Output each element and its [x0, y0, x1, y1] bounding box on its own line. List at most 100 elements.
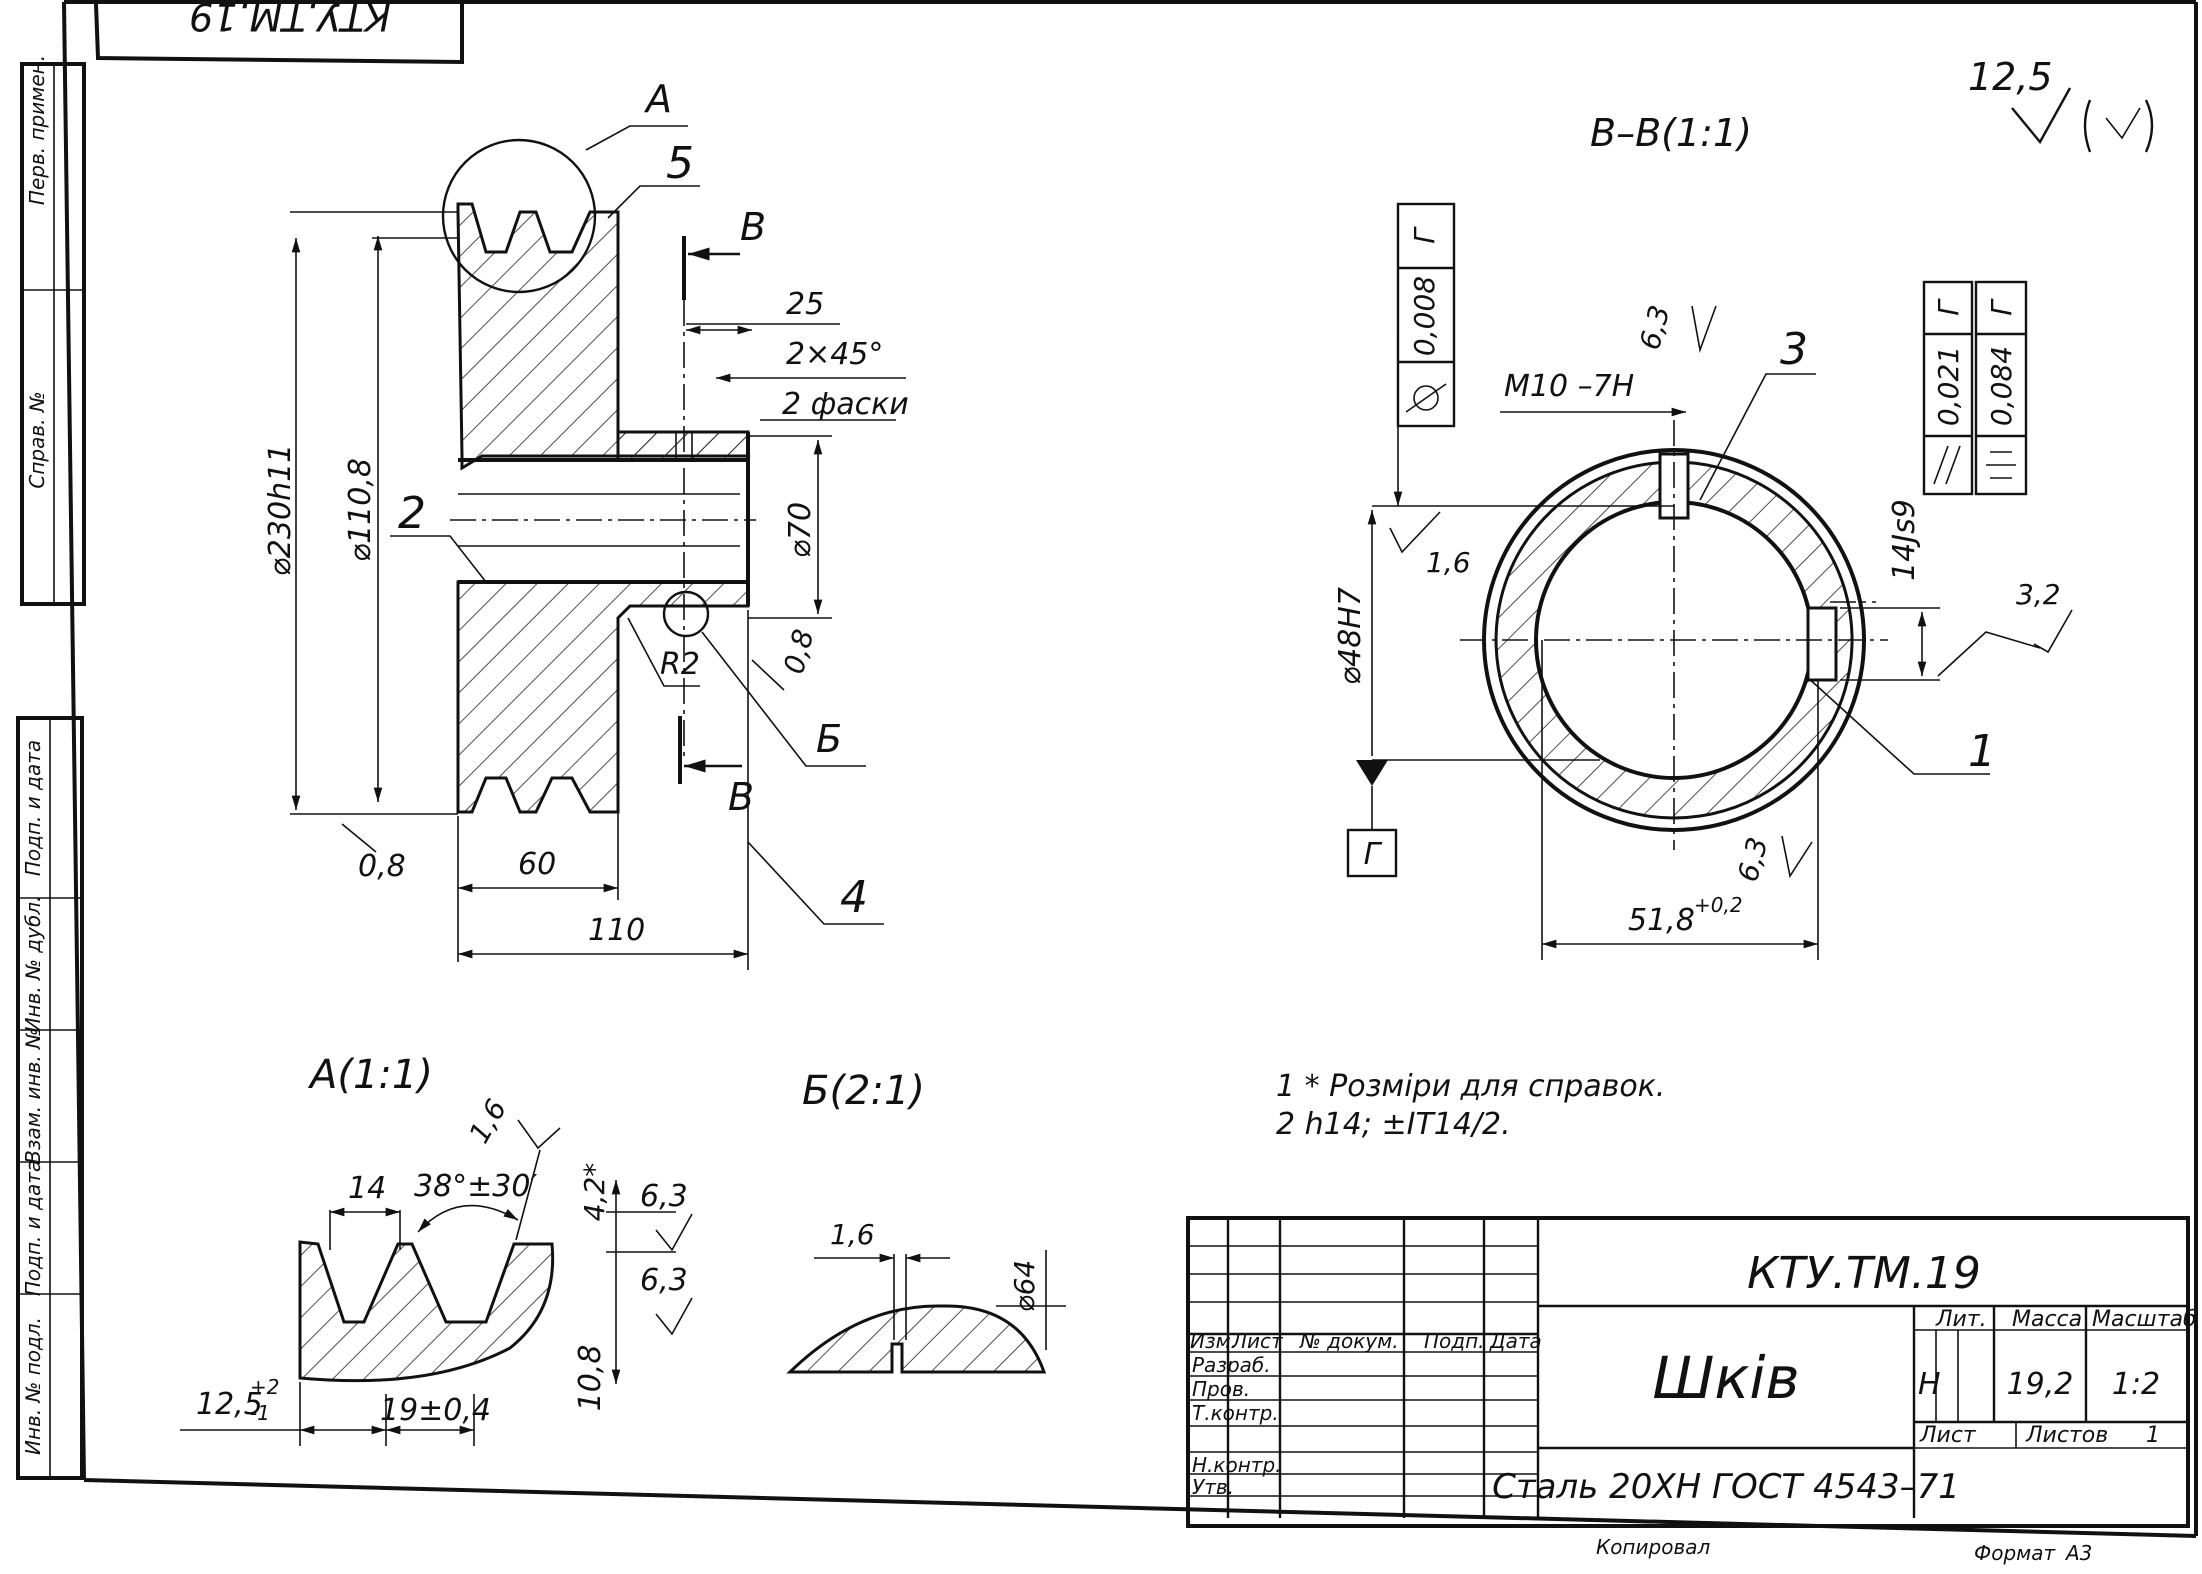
pulley-main-section [441, 138, 756, 814]
col-data: Дата [1489, 1329, 1542, 1353]
rough-63-bottom: 6,3 [1731, 834, 1774, 886]
dim-08-left: 0,8 [358, 849, 406, 884]
callout-a: A [643, 77, 672, 121]
side-label-sprav: Справ. № [25, 391, 49, 488]
dim-chamfer: 2×45° [786, 337, 883, 372]
rough-63-top: 6,3 [1633, 302, 1676, 354]
tol-runout-datum: Г [1408, 226, 1441, 244]
tol-sym-datum: Г [1985, 298, 2018, 316]
col-list: Лист [1231, 1329, 1284, 1353]
side-label-inv-dubl: Инв. № дубл. [21, 896, 45, 1033]
technical-notes: 1 * Розміри для справок. 2 h14; ±IT14/2. [1276, 1069, 1665, 1142]
dim-110: 110 [588, 913, 645, 948]
dim-125: 12,5 [196, 1387, 263, 1422]
row-prov: Пров. [1192, 1377, 1250, 1401]
side-label-podp-2: Подп. и дата [21, 1160, 45, 1296]
copied-label: Копировал [1596, 1535, 1710, 1559]
dim-chamfer-count: 2 фаски [782, 387, 909, 422]
top-stamp: КТУ.ТМ.19 [94, 0, 464, 65]
rough-16: 1,6 [1426, 546, 1471, 579]
rough-16: 1,6 [462, 1094, 513, 1149]
sheets-label: Листов [2025, 1423, 2108, 1448]
dim-d64: ⌀64 [1008, 1260, 1041, 1313]
col-izm: Изм. [1190, 1329, 1237, 1353]
datum-g: Г [1364, 837, 1383, 872]
rough-16: 1,6 [830, 1218, 875, 1251]
tol-parallel-value: 0,021 [1932, 346, 1965, 426]
detail-b-view: Б(2:1) 1,6 ⌀64 [786, 1068, 1066, 1374]
callout-3: 3 [1780, 324, 1808, 375]
title-block: Изм. Лист № докум. Подп. Дата Разраб. Пр… [1186, 1216, 2197, 1565]
rough-32: 3,2 [2016, 578, 2061, 611]
dim-25: 25 [786, 287, 824, 322]
dim-518: 51,8 [1628, 903, 1695, 938]
tol-runout-value: 0,008 [1408, 276, 1441, 356]
dim-d230: ⌀230h11 [263, 444, 298, 577]
sheet-label: Лист [1919, 1423, 1977, 1448]
dim-14js9: 14Js9 [1887, 499, 1922, 581]
row-razrab: Разраб. [1192, 1353, 1271, 1377]
pulley-body-upper [456, 202, 750, 471]
dim-d70: ⌀70 [783, 502, 818, 558]
row-tkontr: Т.контр. [1192, 1401, 1279, 1425]
left-side-strip: Перв. примен. Справ. № Подп. и дата Инв.… [16, 55, 86, 1480]
general-roughness-mark: 12,5 [1968, 55, 2154, 153]
dim-d110: ⌀110,8 [343, 458, 378, 562]
tol-sym-value: 0,084 [1985, 346, 2018, 426]
massa-value: 19,2 [2007, 1367, 2074, 1402]
material: Сталь 20ХН ГОСТ 4543–71 [1492, 1467, 1960, 1507]
masshtab-value: 1:2 [2112, 1367, 2160, 1402]
detail-b-title: Б(2:1) [802, 1068, 925, 1114]
callout-5: 5 [666, 138, 694, 189]
format-label: Формат [1974, 1541, 2056, 1565]
row-nkontr: Н.контр. [1192, 1453, 1282, 1477]
designation: КТУ.ТМ.19 [1747, 1248, 1981, 1299]
dim-108: 10,8 [573, 1345, 608, 1412]
section-bb-view: B–B(1:1) M10 –7H 6,3 3 Г 0,008 [1333, 111, 2073, 960]
roughness-general-value: 12,5 [1968, 55, 2053, 99]
callout-4: 4 [840, 872, 868, 923]
dim-m10: M10 –7H [1504, 369, 1634, 404]
hdr-massa: Масса [2012, 1307, 2082, 1332]
col-podp: Подп. [1424, 1329, 1485, 1353]
section-mark-bottom: B [728, 775, 754, 819]
pulley-body-lower [456, 580, 750, 814]
detail-a-title: A(1:1) [307, 1052, 433, 1098]
section-bb-title: B–B(1:1) [1590, 111, 1752, 155]
hdr-lit: Лит. [1935, 1307, 1987, 1332]
dim-08-right: 0,8 [777, 626, 820, 678]
dim-518-tol: +0,2 [1694, 893, 1743, 917]
top-stamp-text: КТУ.ТМ.19 [189, 0, 391, 39]
dim-19: 19±0,4 [380, 1393, 491, 1428]
dim-42: 4,2* [578, 1163, 611, 1222]
dim-14: 14 [348, 1171, 386, 1206]
note-2: 2 h14; ±IT14/2. [1276, 1107, 1511, 1142]
dim-d48h7: ⌀48H7 [1333, 587, 1368, 685]
dim-125-tol-up: +2 [250, 1375, 279, 1399]
dim-60: 60 [518, 847, 556, 882]
dim-r2: R2 [660, 647, 700, 682]
rough-63-b: 6,3 [640, 1263, 688, 1298]
part-name: Шків [1652, 1344, 1799, 1412]
callout-b-detail: Б [816, 717, 842, 761]
dim-angle: 38°±30′ [414, 1169, 537, 1204]
section-mark-top: B [740, 205, 766, 249]
col-doc: № докум. [1299, 1329, 1399, 1353]
callout-1: 1 [1968, 726, 1996, 777]
side-label-podp-1: Подп. и дата [21, 740, 45, 876]
callout-2: 2 [398, 488, 426, 539]
side-label-inv-podl: Инв. № подл. [21, 1317, 45, 1455]
lit-value: Н [1918, 1367, 1941, 1402]
row-utv: Утв. [1192, 1475, 1234, 1499]
sheets-value: 1 [2146, 1423, 2160, 1448]
side-label-vzam: Взам. инв. № [21, 1028, 45, 1164]
tol-parallel-datum: Г [1932, 298, 1965, 316]
format-value: А3 [2064, 1541, 2092, 1565]
detail-a-view: A(1:1) 14 38°±30′ 1,6 4,2* 6,3 6,3 10,8 … [180, 1052, 693, 1446]
hdr-masshtab: Масштаб [2092, 1307, 2197, 1332]
note-1: 1 * Розміри для справок. [1276, 1069, 1665, 1104]
side-label-perv: Перв. примен. [25, 55, 49, 205]
rough-63-a: 6,3 [640, 1179, 688, 1214]
main-view-dimensions: A 5 B B 25 2×45° 2 фаски ⌀230h11 ⌀110,8 … [263, 77, 909, 970]
